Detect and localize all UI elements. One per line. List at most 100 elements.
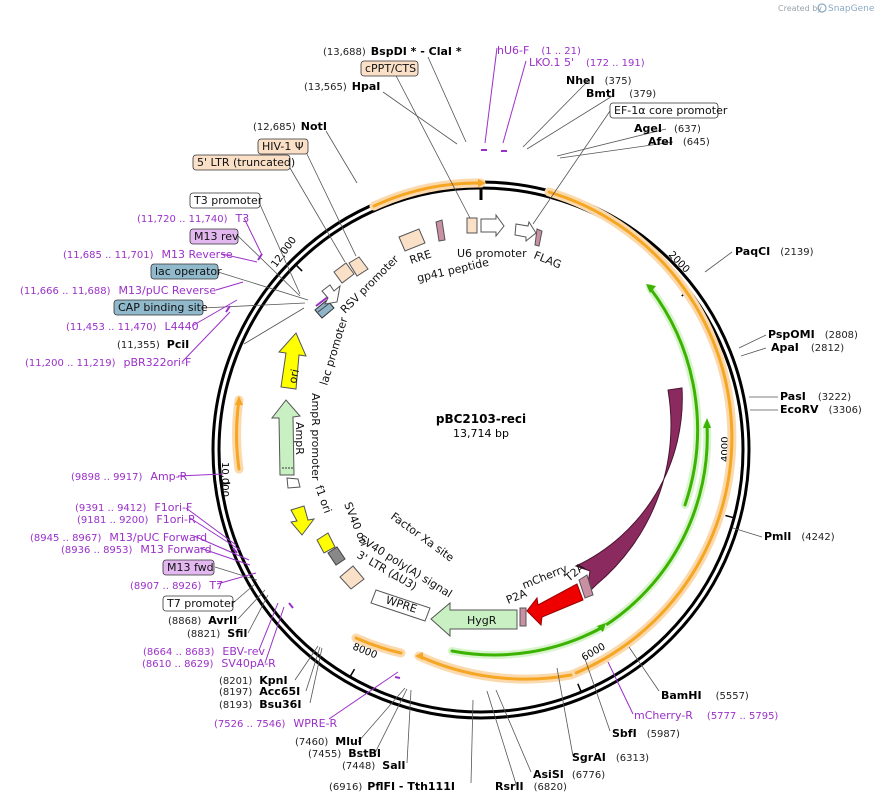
primer-t7[interactable]: (8907 .. 8926)T7 xyxy=(130,579,223,592)
hygr-feature[interactable] xyxy=(430,601,518,638)
primer-hu6-f[interactable]: hU6-F(1 .. 21) xyxy=(497,44,581,57)
t2a-feature[interactable] xyxy=(578,574,594,599)
site-hpai[interactable]: (13,565)HpaI xyxy=(304,80,380,93)
site-mlui[interactable]: (7460)MluI xyxy=(295,735,362,748)
ltr3-feature[interactable] xyxy=(339,565,365,590)
wpre-feature[interactable] xyxy=(370,589,431,622)
leader-pmli xyxy=(732,527,763,538)
mcherry-feature[interactable] xyxy=(526,583,584,627)
green-arc-3 xyxy=(450,625,605,657)
primer-lko[interactable]: LKO.1 5'(172 .. 191) xyxy=(529,56,645,69)
site-agei[interactable]: AgeI(637) xyxy=(634,122,701,135)
site-avrii[interactable]: (8868)AvrII xyxy=(168,614,237,627)
leader-noti xyxy=(325,130,358,184)
site-bspdi[interactable]: (13,688)BspDI * - ClaI * xyxy=(323,45,462,58)
primer-l4440[interactable]: (11,453 .. 11,470)L4440 xyxy=(66,320,199,333)
primer-mcherry-r[interactable]: mCherry-R(5777 .. 5795) xyxy=(634,709,778,722)
site-paqci[interactable]: PaqCI(2139) xyxy=(735,245,814,258)
primer-wpre-r[interactable]: (7526 .. 7546)WPRE-R xyxy=(214,717,337,730)
site-pflfi[interactable]: (6916)PflFI - Tth111I xyxy=(329,780,455,793)
ef1a-arrow-feature[interactable] xyxy=(514,220,537,243)
cap-binding-box[interactable] xyxy=(113,299,204,316)
site-sgrai[interactable]: SgrAI(6313) xyxy=(572,751,649,764)
t3-promoter-box[interactable] xyxy=(189,192,261,209)
ampr-promoter-feature[interactable] xyxy=(286,477,301,489)
primer-amp-r[interactable]: (9898 .. 9917)Amp-R xyxy=(71,470,188,483)
rre-label: RRE xyxy=(408,248,433,267)
primer-sv40pa-r[interactable]: (8610 .. 8629)SV40pA-R xyxy=(142,657,276,670)
site-bstbi[interactable]: (7455)BstBI xyxy=(308,747,381,760)
cppt-feature[interactable] xyxy=(466,217,478,234)
leader-wpre-r xyxy=(328,671,399,720)
cas9-feature[interactable] xyxy=(574,387,683,597)
primer-ebv-rev[interactable]: (8664 .. 8683)EBV-rev xyxy=(143,645,265,658)
site-apai[interactable]: ApaI(2812) xyxy=(771,341,844,354)
site-afei[interactable]: AfeI(645) xyxy=(648,135,710,148)
lac-operator-box[interactable] xyxy=(150,263,219,280)
ltr5-box-label: 5' LTR (truncated) xyxy=(197,156,295,169)
primer-m13puc-reverse[interactable]: (11,666 .. 11,688)M13/pUC Reverse xyxy=(20,284,216,297)
primer-f1ori-r[interactable]: (9181 .. 9200)F1ori-R xyxy=(77,513,196,526)
lac-promoter-label: lac promoter xyxy=(317,315,350,387)
ampr-feature[interactable] xyxy=(270,399,301,476)
site-bamhi[interactable]: BamHI(5557) xyxy=(661,689,749,702)
tick-mark xyxy=(577,683,582,693)
site-noti[interactable]: (12,685)NotI xyxy=(253,120,327,133)
rre-feature[interactable] xyxy=(398,228,426,252)
primer-m13puc-forward[interactable]: (8945 .. 8967)M13/pUC Forward xyxy=(30,531,207,544)
sv40-ori-feature[interactable] xyxy=(316,532,336,554)
t7-promoter-box[interactable] xyxy=(162,595,234,612)
gp41-feature[interactable] xyxy=(435,219,446,242)
cppt-box[interactable] xyxy=(360,60,419,77)
site-pmli[interactable]: PmlI(4242) xyxy=(764,530,835,543)
f1-ori-feature[interactable] xyxy=(290,505,316,536)
site-sali[interactable]: (7448)SalI xyxy=(342,759,405,772)
site-sbfi[interactable]: SbfI(5987) xyxy=(612,727,680,740)
orange-arrowhead-bottom xyxy=(415,652,423,660)
created-by-label: Created by xyxy=(778,4,822,13)
site-bsu36i[interactable]: (8193)Bsu36I xyxy=(219,698,301,711)
site-pasi[interactable]: PasI(3222) xyxy=(780,390,851,403)
leader-sv40pa-r xyxy=(264,606,285,664)
leader-bamhi xyxy=(628,646,660,692)
flag-feature[interactable] xyxy=(534,228,543,247)
site-kpni[interactable]: (8201)KpnI xyxy=(219,674,288,687)
u6-promoter-feature[interactable] xyxy=(480,213,505,238)
lac-operator-feature[interactable] xyxy=(314,299,335,319)
m13-fwd-box-label: M13 fwd xyxy=(167,561,214,574)
ltr5-box[interactable] xyxy=(192,154,291,171)
t7-promoter-box-label: T7 promoter xyxy=(166,597,236,610)
primer-t3[interactable]: (11,720 .. 11,740)T3 xyxy=(137,212,249,225)
ori-feature[interactable] xyxy=(278,332,307,390)
site-acc65i[interactable]: (8197)Acc65I xyxy=(219,685,300,698)
sv40-polya-feature[interactable] xyxy=(327,546,346,566)
site-pspomi[interactable]: PspOMI(2808) xyxy=(768,328,858,341)
primer-m13-reverse[interactable]: (11,685 .. 11,701)M13 Reverse xyxy=(63,248,233,261)
hiv-psi-feature[interactable] xyxy=(348,256,369,277)
hiv-psi-box[interactable] xyxy=(257,138,309,155)
m13-fwd-box[interactable] xyxy=(162,559,215,576)
site-rsrii[interactable]: RsrII(6820) xyxy=(495,780,567,793)
leader-m13-fwd xyxy=(214,566,258,581)
leader-t3-promoter xyxy=(257,199,301,295)
site-ecorv[interactable]: EcoRV(3306) xyxy=(780,403,862,416)
site-bmti[interactable]: BmtI(379) xyxy=(586,87,656,100)
site-asisi[interactable]: AsiSI(6776) xyxy=(533,768,605,781)
primer-m13-forward[interactable]: (8936 .. 8953)M13 Forward xyxy=(61,543,212,556)
site-sfii[interactable]: (8821)SfiI xyxy=(187,627,247,640)
ampr-label: AmpR xyxy=(293,422,306,455)
ltr5-feature[interactable] xyxy=(333,262,355,284)
leader-sbfi xyxy=(584,658,611,732)
leader-cppt xyxy=(391,67,471,219)
p2a-feature[interactable] xyxy=(519,607,527,627)
ef1a-box[interactable] xyxy=(609,102,719,119)
leader-sfii xyxy=(247,594,269,634)
m13-rev-box[interactable] xyxy=(189,228,239,245)
tick-mark xyxy=(349,668,356,678)
primer-f1ori-f[interactable]: (9391 .. 9412)F1ori-F xyxy=(75,501,192,514)
hygr-label: HygR xyxy=(467,614,497,627)
site-pcii[interactable]: (11,355)PciI xyxy=(117,338,189,351)
site-nhei[interactable]: NheI(375) xyxy=(566,74,632,87)
primer-pbr322[interactable]: (11,200 .. 11,219)pBR322ori-F xyxy=(25,356,191,369)
rsv-promoter-feature[interactable] xyxy=(321,284,341,305)
